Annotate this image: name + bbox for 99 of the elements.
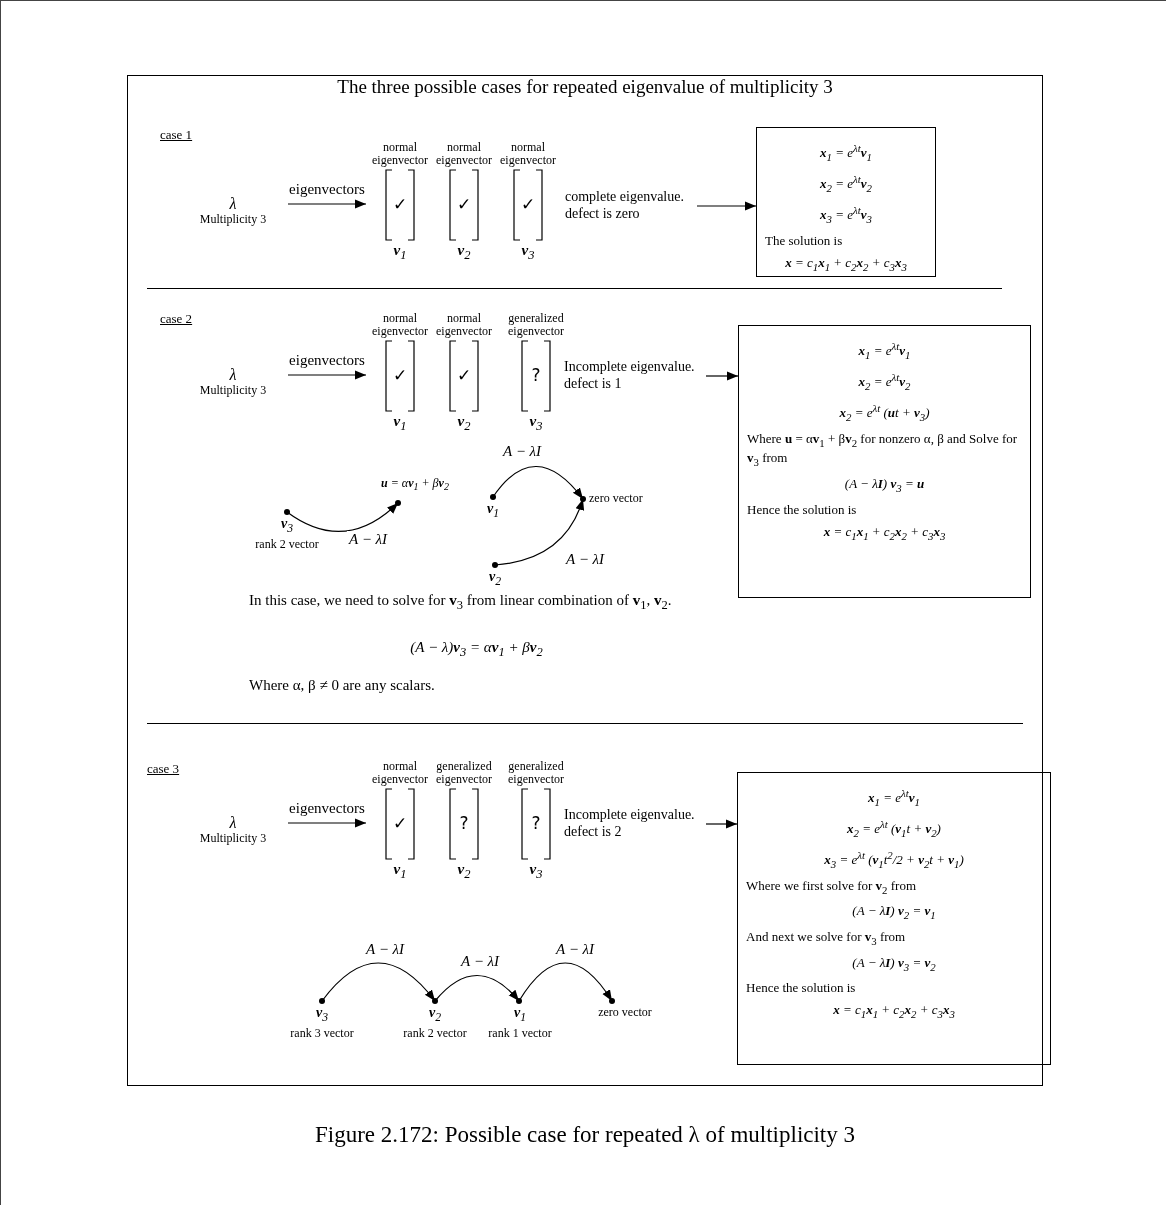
vector-label: v$_{3}$	[314, 1005, 329, 1026]
vector-label: v$_{1}$	[392, 860, 408, 883]
vector-label: v$_{2}$	[456, 860, 472, 883]
multiplicity-note: Multiplicity 3	[199, 383, 267, 397]
vector-label: v$_{2}$	[487, 569, 502, 589]
column-heading: normal eigenvector	[371, 312, 429, 338]
edge-label: A − λI	[364, 941, 406, 957]
arrow	[287, 370, 367, 380]
column-heading: generalized eigenvector	[507, 760, 565, 786]
column-heading: generalized eigenvector	[435, 760, 493, 786]
multiplicity-note: Multiplicity 3	[199, 831, 267, 845]
solution-box	[737, 772, 1051, 1065]
note-text: Incomplete eigenvalue. defect is 1	[564, 358, 696, 392]
point-caption: zero vector	[597, 1005, 653, 1020]
eigenvalue-symbol: λ	[229, 814, 237, 831]
edge-label: A − λI	[347, 531, 389, 547]
note-text: Incomplete eigenvalue. defect is 2	[564, 806, 696, 840]
vector-entry-symbol: ✓	[455, 194, 473, 214]
equation: x$_{2}$ = e$^{λt}$ (ut + v$_{3}$)	[838, 400, 931, 425]
vector-label: v$_{3}$	[528, 412, 544, 435]
text-line: And next we solve for v$_{3}$ from	[746, 928, 907, 949]
equation: x = c$_{1}$x$_{1}$ + c$_{2}$x$_{2}$ + c$_{3}$x$_{3}$	[832, 1002, 956, 1022]
vector-label: v$_{2}$	[456, 412, 472, 435]
point-caption: rank 3 vector	[289, 1025, 355, 1041]
point-caption: rank 2 vector	[254, 536, 320, 552]
curved-arrow	[321, 962, 436, 1002]
vector-entry-symbol: ?	[530, 813, 542, 833]
column-heading: normal eigenvector	[371, 760, 429, 786]
edge-label: A − λI	[564, 551, 606, 567]
case-heading: case 1	[160, 127, 193, 143]
equation: x$_{2}$ = e$^{λt}$ (v$_{1}$t + v$_{2}$)	[846, 816, 942, 841]
equation: (A − λI) v$_{3}$ = v$_{2}$	[851, 954, 937, 975]
eigenvalue-symbol: λ	[229, 366, 237, 383]
equation: (A − λI) v$_{3}$ = u	[843, 475, 926, 496]
arrow	[287, 818, 367, 828]
point-caption: rank 1 vector	[487, 1025, 553, 1041]
column-heading: normal eigenvector	[435, 312, 493, 338]
vector-entry-symbol: ✓	[391, 813, 409, 833]
text-line: Hence the solution is	[747, 501, 858, 518]
equation: (A − λI) v$_{2}$ = v$_{1}$	[851, 903, 937, 923]
equation: x = c$_{1}$x$_{1}$ + c$_{2}$x$_{2}$ + c$_{3}$x$_{3}$	[822, 523, 947, 544]
text-line: Hence the solution is	[746, 980, 857, 997]
figure-title: The three possible cases for repeated eigenvalue of multiplicity 3	[336, 76, 834, 98]
point-caption: zero vector	[589, 491, 644, 506]
arrow	[705, 371, 739, 381]
curved-arrow	[434, 974, 520, 1002]
column-heading: generalized eigenvector	[507, 312, 565, 338]
figure-caption: Figure 2.172: Possible case for repeated λ of multiplicity 3	[313, 1122, 856, 1148]
vector-label: v$_{3}$	[528, 860, 544, 883]
point-caption: rank 2 vector	[402, 1025, 468, 1041]
edge-label: eigenvectors	[287, 181, 367, 197]
equation: x$_{2}$ = e$^{λt}$v$_{2}$	[819, 171, 873, 196]
vector-label: v$_{3}$	[279, 516, 294, 537]
arrow	[696, 201, 757, 211]
vector-label: v$_{1}$	[392, 412, 408, 435]
case-heading: case 2	[160, 311, 193, 327]
equation: (A − λ)v$_{3}$ = αv$_{1}$ + βv$_{2}$	[410, 639, 543, 660]
column-heading: normal eigenvector	[435, 141, 493, 167]
column-heading: normal eigenvector	[371, 141, 429, 167]
equation: x = c$_{1}$x$_{1}$ + c$_{2}$x$_{2}$ + c$_{3}$x$_{3}$	[784, 254, 908, 275]
equation: x$_{2}$ = e$^{λt}$v$_{2}$	[857, 369, 912, 394]
vector-entry-symbol: ✓	[519, 194, 537, 214]
vector-label: v$_{2}$	[456, 241, 472, 264]
equation: x$_{3}$ = e$^{λt}$ (v$_{1}$t$^{2}$/2 + v$_{2}$t + v$_{1}$)	[823, 847, 965, 872]
note-text: Where α, β ≠ 0 are any scalars.	[249, 677, 435, 694]
case-heading: case 3	[147, 761, 180, 777]
equation: x$_{1}$ = e$^{λt}$v$_{1}$	[819, 141, 873, 165]
equation: x$_{1}$ = e$^{λt}$v$_{1}$	[857, 339, 912, 363]
column-heading: normal eigenvector	[499, 141, 557, 167]
explanation-paragraph: In this case, we need to solve for v$_{3}$ from linear combination of v$_{1}$, v$_{2}$.	[249, 591, 672, 614]
equation: x$_{1}$ = e$^{λt}$v$_{1}$	[867, 786, 921, 810]
vector-label: v$_{2}$	[427, 1005, 442, 1026]
vector-label: v$_{1}$	[392, 241, 408, 264]
multiplicity-note: Multiplicity 3	[199, 212, 267, 226]
vector-entry-symbol: ?	[458, 813, 470, 833]
eigenvalue-symbol: λ	[229, 195, 237, 212]
note-text: complete eigenvalue. defect is zero	[565, 188, 685, 222]
vector-label: v$_{1}$	[485, 501, 500, 521]
vector-label: v$_{1}$	[512, 1005, 527, 1026]
solution-box	[756, 127, 936, 277]
equation-label: u = αv$_{1}$ + βv$_{2}$	[380, 476, 450, 495]
vector-entry-symbol: ✓	[391, 194, 409, 214]
curved-arrow	[492, 465, 584, 500]
vector-entry-symbol: ✓	[391, 365, 409, 385]
arrow	[287, 199, 367, 209]
solution-box	[738, 325, 1031, 598]
edge-label: A − λI	[501, 443, 543, 459]
vector-entry-symbol: ?	[530, 365, 542, 385]
edge-label: A − λI	[459, 953, 501, 969]
vector-entry-symbol: ✓	[455, 365, 473, 385]
equation: x$_{3}$ = e$^{λt}$v$_{3}$	[819, 202, 873, 227]
text-line: Where u = αv$_{1}$ + βv$_{2}$ for nonzero α, β and Solve for v$_{3}$ from	[747, 430, 1019, 470]
edge-label: eigenvectors	[287, 352, 367, 368]
edge-label: A − λI	[554, 941, 596, 957]
edge-label: eigenvectors	[287, 800, 367, 816]
vector-label: v$_{3}$	[520, 241, 536, 264]
text-line: Where we first solve for v$_{2}$ from	[746, 877, 918, 898]
text-line: The solution is	[765, 232, 844, 249]
arrow	[705, 819, 738, 829]
